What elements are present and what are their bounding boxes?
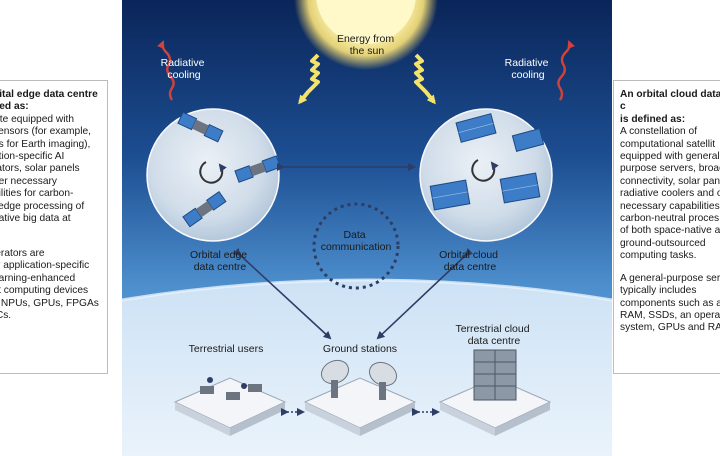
orbital-cloud-label: Orbital cloud data centre <box>439 249 501 273</box>
edge-satellite-icon-2 <box>234 155 282 183</box>
right-panel-line: typically includes <box>620 285 697 297</box>
satellite-dish-icon-1 <box>320 359 350 385</box>
terrestrial-users-platform <box>173 377 287 436</box>
right-panel-line: connectivity, solar pan <box>620 175 720 187</box>
orbital-edge-bubble <box>146 108 280 242</box>
right-panel-line: purpose servers, broad <box>620 163 720 175</box>
left-panel-line: sensors (for example, <box>0 126 91 138</box>
orbital-cloud-definition-panel: An orbital cloud data c is defined as: A… <box>613 80 720 374</box>
right-panel-line: radiative coolers and o <box>620 188 720 200</box>
cloud-satellite-icon-2 <box>429 179 471 211</box>
right-panel-line: necessary capabilities <box>620 200 720 212</box>
right-panel-line: An orbital cloud data c <box>620 89 720 113</box>
radiative-cooling-left-label: Radiative cooling <box>161 57 208 81</box>
cloud-satellite-icon-1 <box>455 113 497 143</box>
edge-satellite-icon-3 <box>182 190 227 228</box>
right-panel-line: A general-purpose ser <box>620 272 720 284</box>
left-panel-line: s NPUs, GPUs, FPGAs <box>0 297 99 309</box>
cloud-satellite-icon-3 <box>499 172 541 204</box>
radiative-cooling-arrow-left <box>157 40 175 101</box>
left-panel-line: as for Earth imaging), <box>0 138 91 150</box>
energy-label: Energy from the sun <box>337 33 397 57</box>
radiative-cooling-right-label: Radiative cooling <box>505 57 552 81</box>
cloud-satellite-icon-4 <box>511 128 545 152</box>
right-panel-line: carbon-neutral proces <box>620 213 720 225</box>
orbital-edge-label: Orbital edge data centre <box>190 249 250 273</box>
left-panel-line: her necessary <box>0 175 57 187</box>
energy-arrow-right <box>414 53 436 105</box>
cloud-to-ground-arrow <box>376 247 474 340</box>
left-panel-line: lerators are <box>0 247 45 259</box>
right-panel-line: A constellation of <box>620 126 698 138</box>
edge-rotation-arrow-icon <box>199 161 227 184</box>
left-panel-line: llite equipped with <box>0 113 74 125</box>
left-panel-line: rators, solar panels <box>0 163 80 175</box>
right-panel-line: computing tasks. <box>620 250 697 262</box>
left-panel-line: earning-enhanced <box>0 272 76 284</box>
terrestrial-cloud-platform <box>438 349 552 436</box>
data-communication-loop <box>312 202 400 290</box>
ground-stations-label: Ground stations <box>323 343 397 355</box>
left-panel-line: bilities for carbon- <box>0 188 74 200</box>
right-panel-line: components such as a <box>620 297 720 309</box>
right-panel-line: is defined as: <box>620 113 686 125</box>
right-panel-line: system, GPUs and RAI <box>620 322 720 334</box>
right-panel-line: computational satellit <box>620 138 716 150</box>
data-communication-label: Data communication <box>321 229 392 253</box>
left-panel-line: ct computing devices <box>0 285 89 297</box>
left-panel-line: ation-specific AI <box>0 151 65 163</box>
cloud-rotation-arrow-icon <box>471 159 499 182</box>
ground-stations-platform <box>303 359 417 436</box>
energy-arrow-left <box>298 53 320 105</box>
left-panel-line: ICs. <box>0 309 12 321</box>
right-panel-line: RAM, SSDs, an operati <box>620 309 720 321</box>
left-panel-line: ly application-specific <box>0 260 90 272</box>
left-panel-line: l edge processing of <box>0 200 85 212</box>
satellite-dish-icon-2 <box>368 361 398 387</box>
left-panel-line: ned as: <box>0 101 29 113</box>
edge-satellite-icon-1 <box>177 111 224 143</box>
orbital-edge-definition-panel: bital edge data centre ned as: llite equ… <box>0 80 108 374</box>
right-panel-line: equipped with general <box>620 151 720 163</box>
terrestrial-users-label: Terrestrial users <box>189 343 264 355</box>
right-panel-line: of both space-native a <box>620 225 720 237</box>
left-panel-line: . <box>0 225 101 237</box>
left-panel-line: bital edge data centre <box>0 89 98 100</box>
terrestrial-cloud-label: Terrestrial cloud data centre <box>455 323 532 347</box>
radiative-cooling-arrow-right <box>557 40 575 101</box>
left-panel-line: native big data at <box>0 213 71 225</box>
right-panel-line: ground-outsourced <box>620 237 706 249</box>
edge-to-ground-arrow <box>232 247 332 340</box>
